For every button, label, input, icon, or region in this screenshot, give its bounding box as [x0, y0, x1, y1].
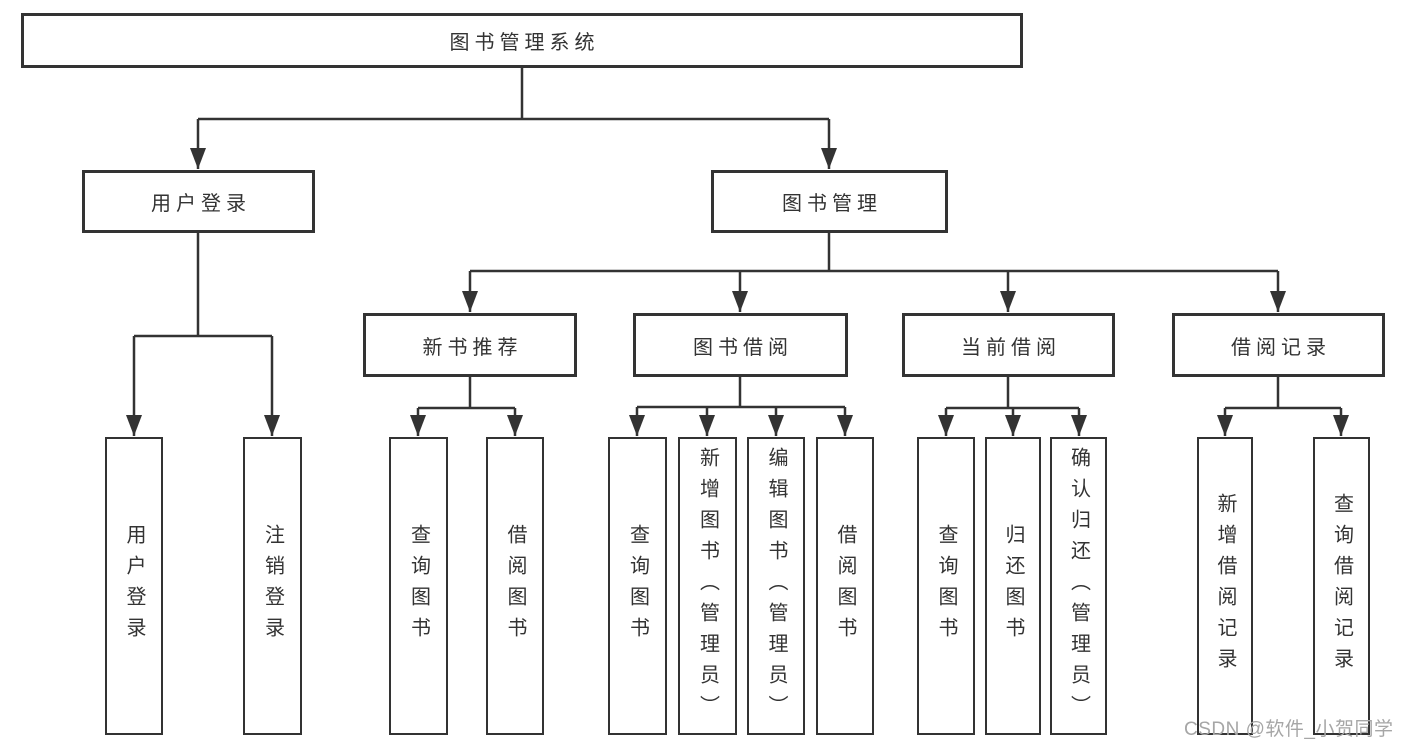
- node-book-management: 图书管理: [711, 170, 948, 233]
- leaf-br-query-borrow-record: 查询借阅记录: [1313, 437, 1370, 735]
- node-label: 当前借阅: [961, 336, 1061, 359]
- connector-trunks: [134, 68, 1341, 410]
- node-library-management-system: 图书管理系统: [21, 13, 1023, 68]
- leaf-user-login: 用户登录: [105, 437, 163, 735]
- node-label: 图书管理: [782, 193, 882, 215]
- leaf-cb-confirm-return-admin: 确认归还（管理员）: [1050, 437, 1107, 735]
- csdn-watermark: CSDN @软件_小贺同学: [1184, 719, 1394, 740]
- leaf-label: 查询图书: [407, 524, 430, 648]
- leaf-label: 查询图书: [626, 524, 649, 648]
- node-label: 用户登录: [151, 193, 251, 215]
- node-user-login: 用户登录: [82, 170, 315, 233]
- leaf-bb-add-books-admin: 新增图书（管理员）: [678, 437, 737, 735]
- leaf-br-add-borrow-record: 新增借阅记录: [1197, 437, 1253, 735]
- node-label: 新书推荐: [422, 336, 523, 359]
- node-current-borrow: 当前借阅: [902, 313, 1115, 377]
- leaf-label: 用户登录: [123, 524, 145, 648]
- node-borrow-records: 借阅记录: [1172, 313, 1385, 377]
- leaf-nbr-query-books: 查询图书: [389, 437, 448, 735]
- leaf-label: 新增借阅记录: [1214, 493, 1236, 679]
- leaf-label: 确认归还（管理员）: [1067, 446, 1090, 726]
- leaf-label: 编辑图书（管理员）: [765, 446, 787, 726]
- leaf-label: 借阅图书: [504, 524, 526, 648]
- leaf-label: 借阅图书: [834, 524, 856, 648]
- node-label: 图书借阅: [693, 336, 793, 359]
- leaf-label: 查询图书: [935, 524, 957, 648]
- leaf-label: 注销登录: [261, 524, 284, 648]
- leaf-bb-borrow-books: 借阅图书: [816, 437, 874, 735]
- leaf-label: 新增图书（管理员）: [696, 446, 719, 726]
- leaf-bb-query-books: 查询图书: [608, 437, 667, 735]
- node-label: 借阅记录: [1231, 336, 1331, 359]
- leaf-bb-edit-books-admin: 编辑图书（管理员）: [747, 437, 805, 735]
- leaf-nbr-borrow-books: 借阅图书: [486, 437, 544, 735]
- leaf-cb-query-books: 查询图书: [917, 437, 975, 735]
- node-book-borrow: 图书借阅: [633, 313, 848, 377]
- leaf-logout: 注销登录: [243, 437, 302, 735]
- leaf-label: 归还图书: [1002, 524, 1024, 648]
- leaf-cb-return-books: 归还图书: [985, 437, 1041, 735]
- node-label: 图书管理系统: [449, 32, 600, 54]
- leaf-label: 查询借阅记录: [1330, 493, 1353, 679]
- node-new-book-recommend: 新书推荐: [363, 313, 577, 377]
